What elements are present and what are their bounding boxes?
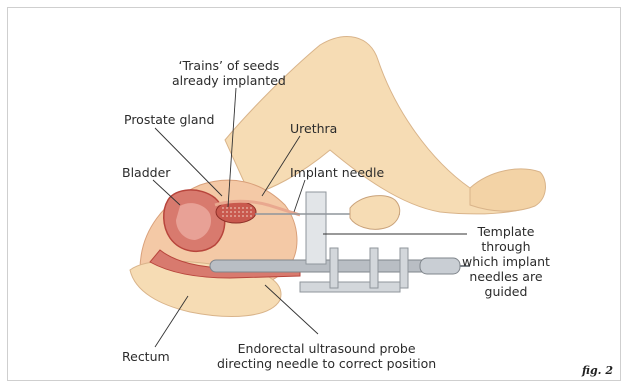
- figure-number: fig. 2: [582, 364, 613, 377]
- hand-shape: [350, 196, 400, 230]
- label-rectum: Rectum: [122, 349, 170, 364]
- stepper-rail: [330, 248, 338, 288]
- label-urethra: Urethra: [290, 121, 337, 136]
- foot-shape: [470, 169, 545, 211]
- label-template: Template through which implant needles a…: [462, 224, 550, 299]
- label-bladder: Bladder: [122, 165, 170, 180]
- label-prostate-gland: Prostate gland: [124, 112, 214, 127]
- template-plate: [306, 192, 326, 264]
- label-ultrasound-probe: Endorectal ultrasound probe directing ne…: [217, 341, 436, 371]
- stepper-rail-2: [370, 248, 378, 288]
- label-trains-of-seeds: ‘Trains’ of seeds already implanted: [172, 58, 286, 88]
- stepper-rail-3: [400, 248, 408, 288]
- label-implant-needle: Implant needle: [290, 165, 384, 180]
- probe-handle: [420, 258, 460, 274]
- stepper-base: [300, 282, 400, 292]
